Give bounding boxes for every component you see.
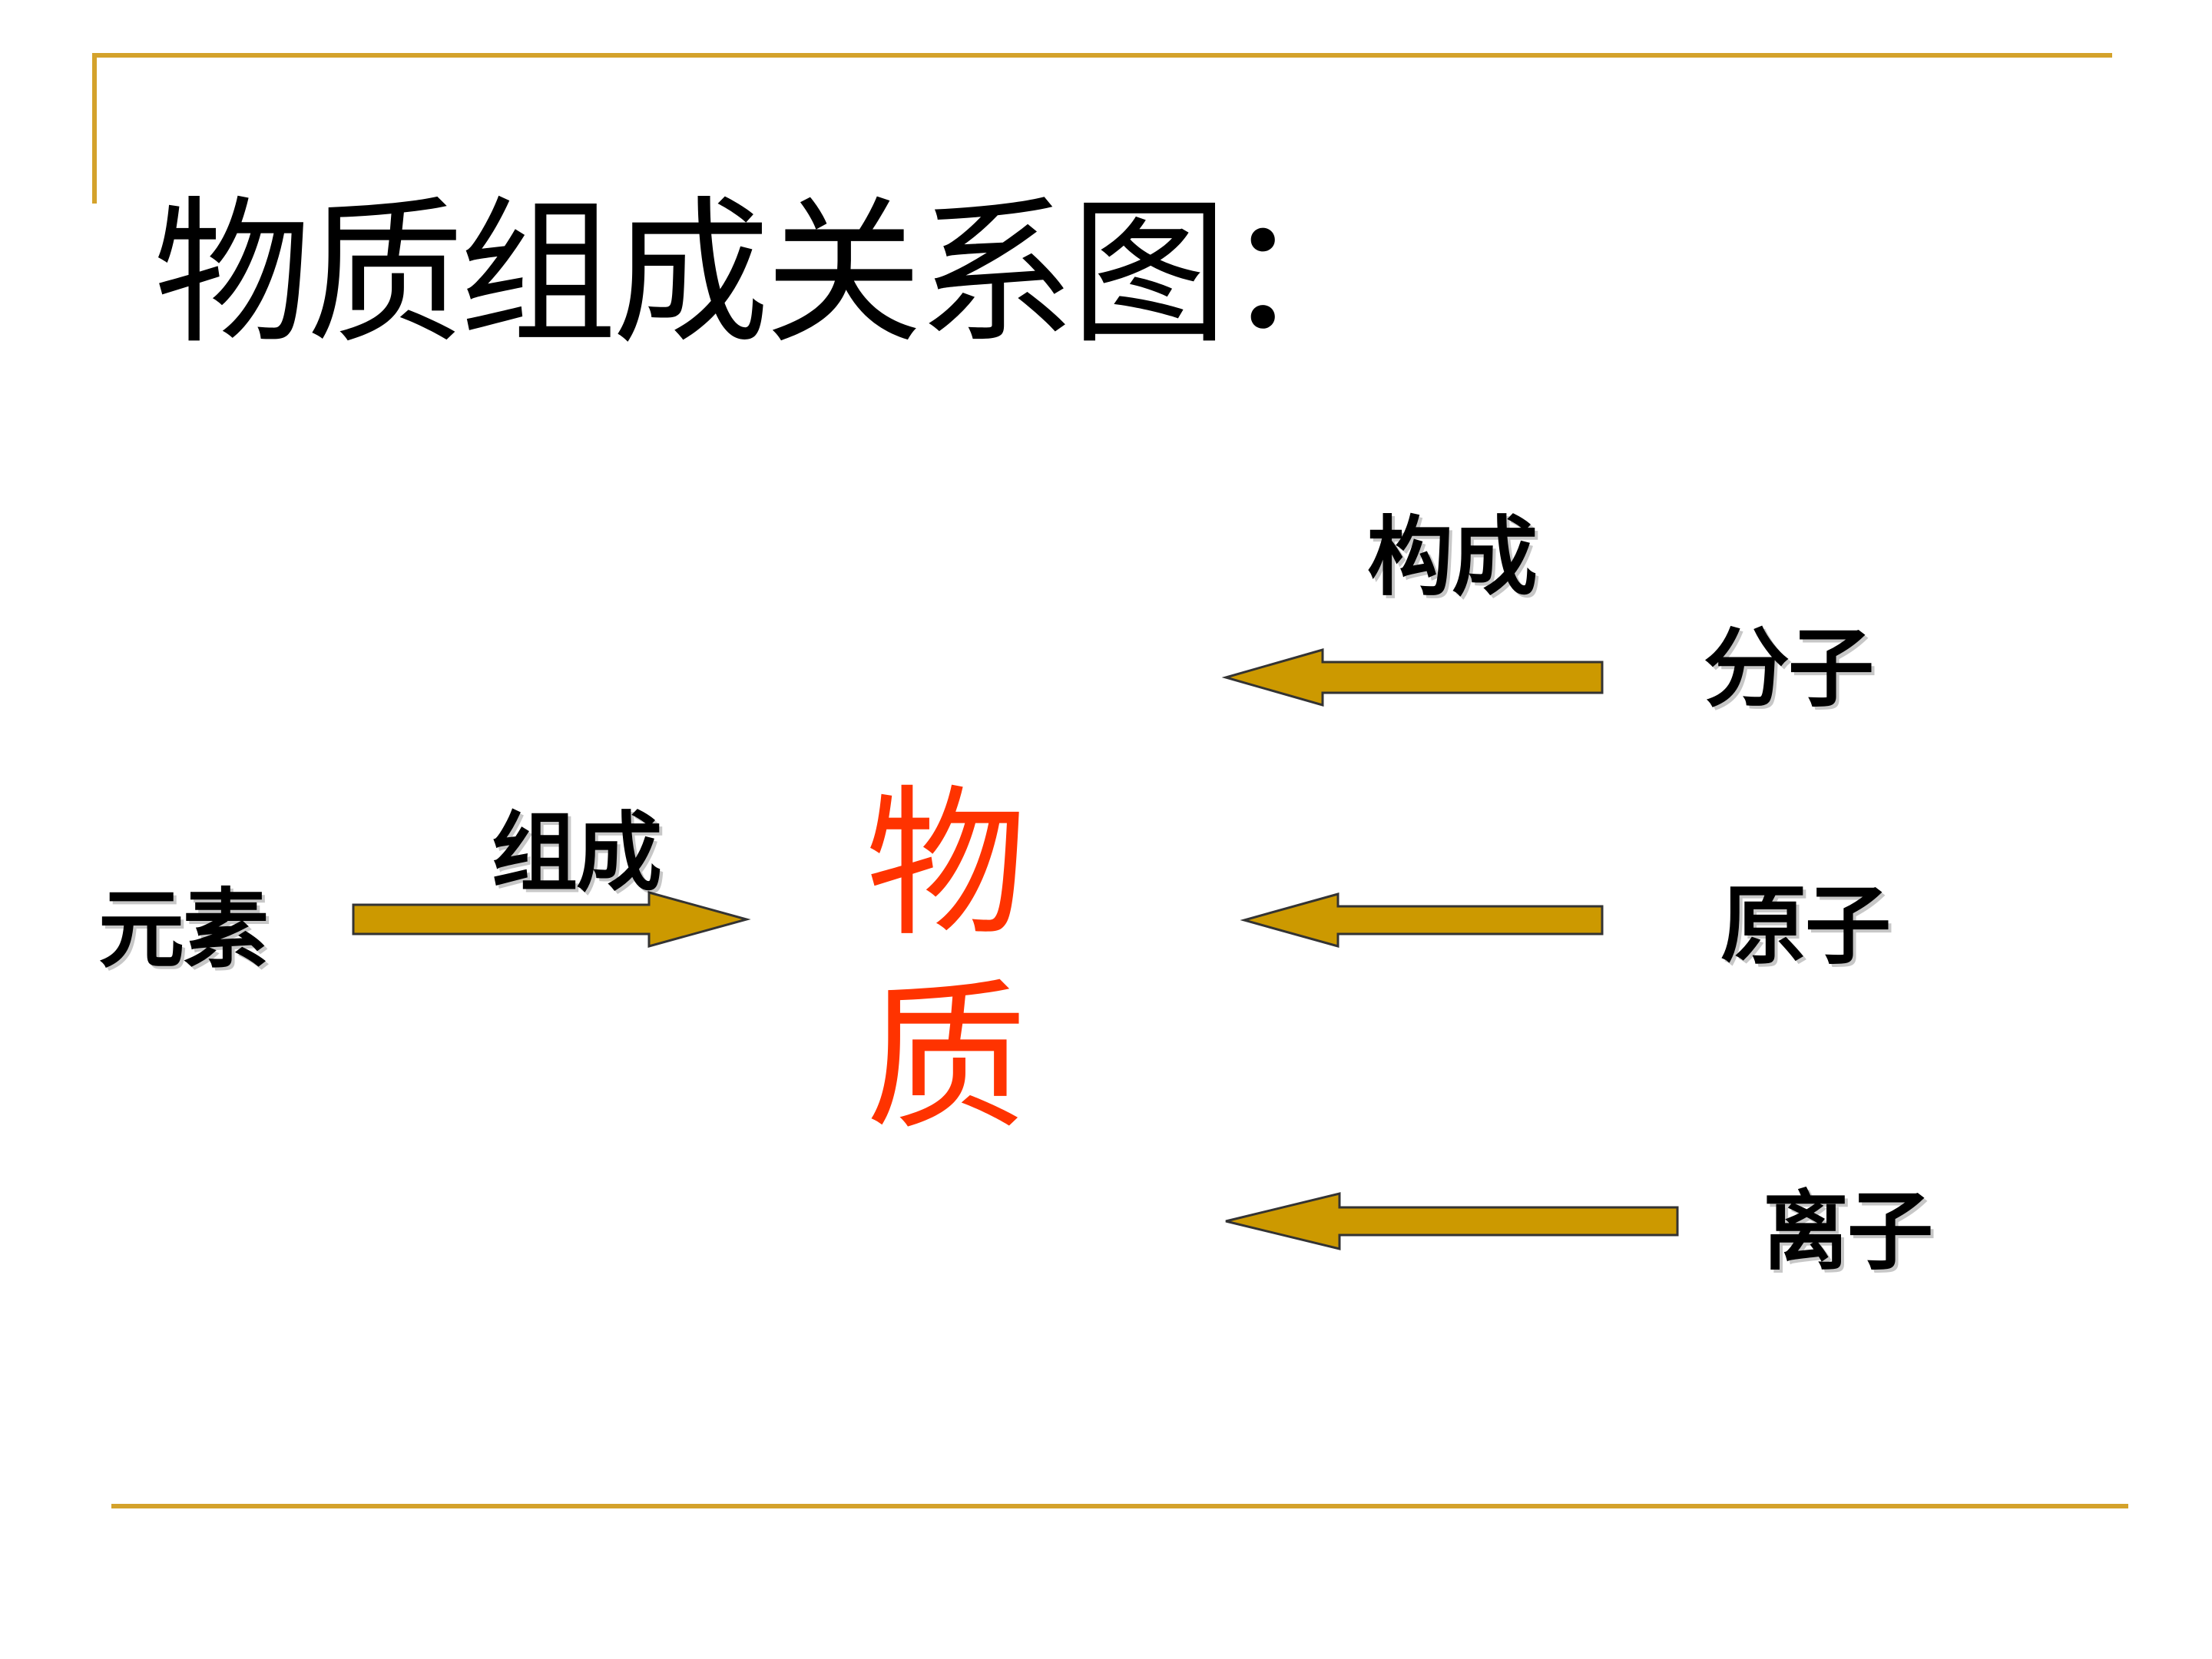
bottom-rule: [111, 1504, 2128, 1508]
arrow-molecule-to-substance: [1221, 648, 1604, 707]
label-atom: 原子: [1720, 876, 1891, 976]
label-molecule: 分子: [1704, 619, 1874, 719]
center-char-1: 物: [865, 770, 1027, 959]
label-compose: 组成: [492, 803, 662, 903]
label-ion: 离子: [1763, 1182, 1933, 1282]
center-char-2: 质: [865, 964, 1027, 1152]
top-left-rule: [92, 53, 97, 204]
top-rule: [92, 53, 2112, 58]
center-substance: 物 质: [862, 768, 1031, 1155]
slide-title: 物质组成关系图：: [154, 183, 1381, 366]
arrow-atom-to-substance: [1240, 892, 1604, 948]
arrow-ion-to-substance: [1225, 1192, 1679, 1250]
label-element: 元素: [98, 880, 269, 980]
label-constitute: 构成: [1367, 508, 1538, 608]
